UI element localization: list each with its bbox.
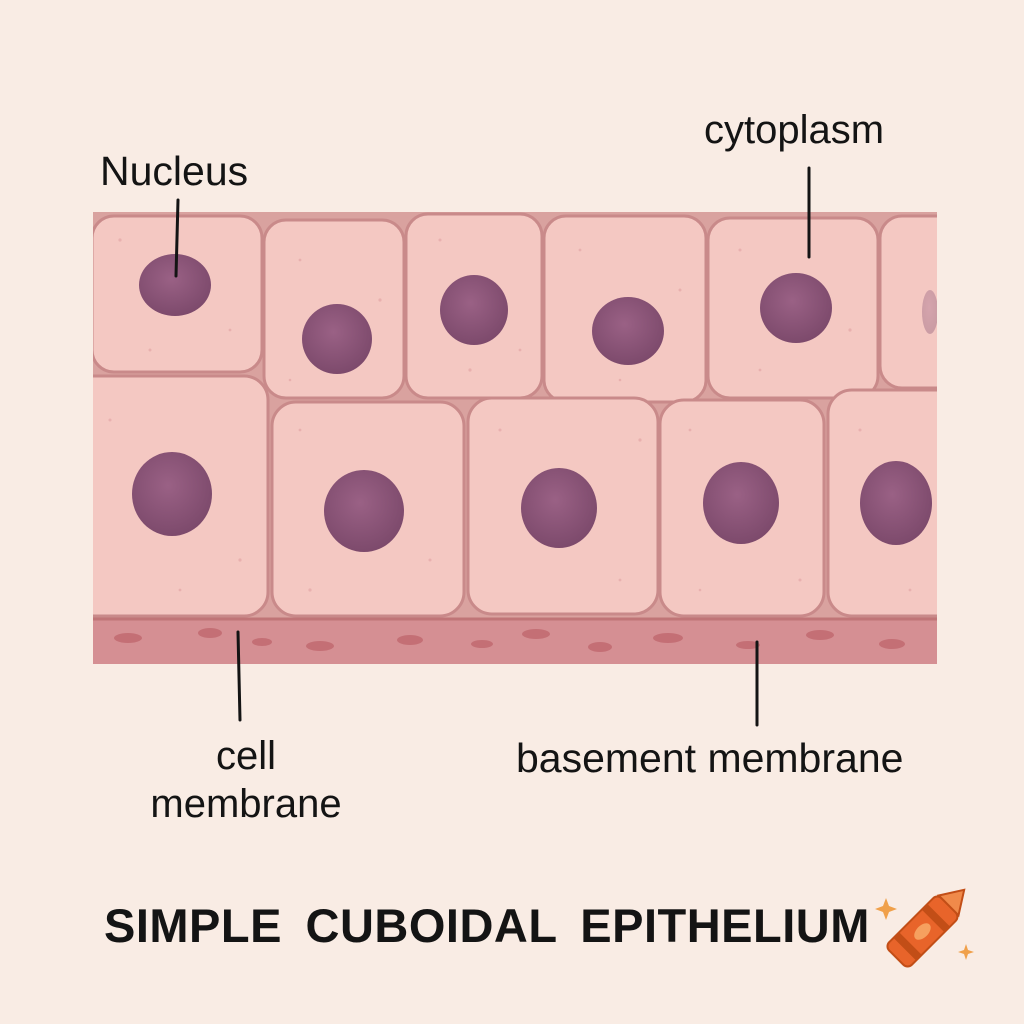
crayon-icon (875, 888, 974, 968)
nucleus (703, 462, 779, 544)
cell-membrane-leader-line (236, 630, 242, 722)
nucleus (760, 273, 832, 343)
nucleus (521, 468, 597, 548)
basement-membrane-nuclei (114, 628, 905, 652)
cytoplasm-label: cytoplasm (704, 108, 885, 152)
diagram-title: SIMPLE CUBOIDAL EPITHELIUM (104, 899, 870, 952)
nucleus (592, 297, 664, 365)
nuclei (132, 254, 937, 552)
nucleus-partial (922, 290, 937, 334)
nucleus-label: Nucleus (100, 148, 249, 194)
nucleus (860, 461, 932, 545)
basement-membrane (93, 618, 937, 664)
basement-membrane-label: basement membrane (516, 735, 904, 781)
leader-lines (174, 166, 811, 727)
cell (878, 214, 937, 390)
nucleus (132, 452, 212, 536)
cytoplasm-speckles (108, 238, 912, 592)
nucleus (324, 470, 404, 552)
tissue (93, 212, 937, 664)
cell-membrane-label: cell membrane (150, 734, 342, 826)
nucleus (139, 254, 211, 316)
nucleus (440, 275, 508, 345)
nucleus-leader-line (174, 198, 180, 278)
nucleus (302, 304, 372, 374)
